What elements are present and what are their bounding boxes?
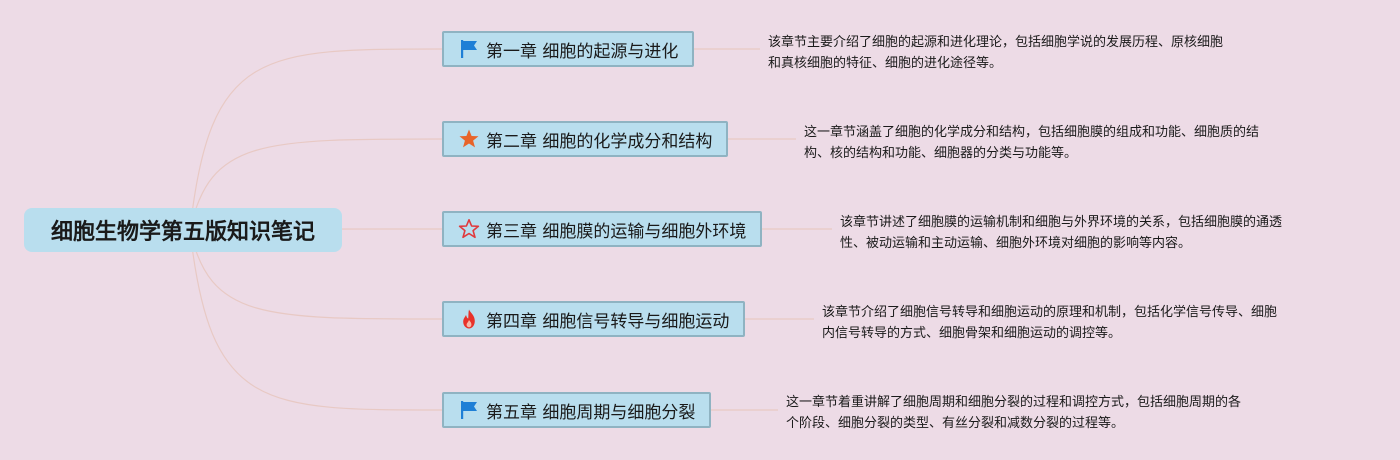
star-outline-icon xyxy=(458,218,480,240)
chapter-3-description: 该章节讲述了细胞膜的运输机制和细胞与外界环境的关系，包括细胞膜的通透 性、被动运… xyxy=(840,212,1282,254)
description-line: 这一章节着重讲解了细胞周期和细胞分裂的过程和调控方式，包括细胞周期的各 xyxy=(786,395,1242,410)
topic-chapter-2[interactable]: 第二章 细胞的化学成分和结构 xyxy=(442,121,729,157)
chapter-4-description: 该章节介绍了细胞信号转导和细胞运动的原理和机制，包括化学信号传导、细胞 内信号转… xyxy=(822,302,1277,344)
topic-chapter-3[interactable]: 第三章 细胞膜的运输与细胞外环境 xyxy=(442,211,763,247)
root-topic[interactable]: 细胞生物学第五版知识笔记 xyxy=(24,208,342,252)
flag-icon xyxy=(458,38,480,60)
connector-line xyxy=(189,48,443,231)
topic-chapter-4[interactable]: 第四章 细胞信号转导与细胞运动 xyxy=(442,301,746,337)
description-line: 内信号转导的方式、细胞骨架和细胞运动的调控等。 xyxy=(822,326,1122,341)
topic-label: 第三章 细胞膜的运输与细胞外环境 xyxy=(486,221,747,242)
description-line: 这一章节涵盖了细胞的化学成分和结构，包括细胞膜的组成和功能、细胞质的结 xyxy=(804,125,1260,140)
topic-label: 第五章 细胞周期与细胞分裂 xyxy=(486,402,696,423)
chapter-5-description: 这一章节着重讲解了细胞周期和细胞分裂的过程和调控方式，包括细胞周期的各 个阶段、… xyxy=(786,392,1241,434)
connector-line xyxy=(189,229,443,320)
topic-label: 第四章 细胞信号转导与细胞运动 xyxy=(486,311,730,332)
description-line: 性、被动运输和主动运输、细胞外环境对细胞的影响等内容。 xyxy=(840,236,1192,251)
description-line: 该章节主要介绍了细胞的起源和进化理论，包括细胞学说的发展历程、原核细胞 xyxy=(768,35,1224,50)
description-line: 该章节介绍了细胞信号转导和细胞运动的原理和机制，包括化学信号传导、细胞 xyxy=(822,305,1278,320)
fire-icon xyxy=(458,308,480,330)
description-line: 构、核的结构和功能、细胞器的分类与功能等。 xyxy=(804,146,1078,161)
chapter-2-description: 这一章节涵盖了细胞的化学成分和结构，包括细胞膜的组成和功能、细胞质的结 构、核的… xyxy=(804,122,1259,164)
description-line: 和真核细胞的特征、细胞的进化途径等。 xyxy=(768,56,1003,71)
topic-chapter-1[interactable]: 第一章 细胞的起源与进化 xyxy=(442,31,695,67)
topic-label: 第一章 细胞的起源与进化 xyxy=(486,41,679,62)
topic-chapter-5[interactable]: 第五章 细胞周期与细胞分裂 xyxy=(442,392,712,428)
chapter-1-description: 该章节主要介绍了细胞的起源和进化理论，包括细胞学说的发展历程、原核细胞 和真核细… xyxy=(768,32,1223,74)
topic-label: 第二章 细胞的化学成分和结构 xyxy=(486,131,713,152)
description-line: 该章节讲述了细胞膜的运输机制和细胞与外界环境的关系，包括细胞膜的通透 xyxy=(840,215,1283,230)
connector-line xyxy=(189,229,443,411)
star-filled-icon xyxy=(458,128,480,150)
flag-icon xyxy=(458,399,480,421)
root-topic-label: 细胞生物学第五版知识笔记 xyxy=(50,220,315,245)
connector-line xyxy=(189,138,443,231)
description-line: 个阶段、细胞分裂的类型、有丝分裂和减数分裂的过程等。 xyxy=(786,416,1125,431)
